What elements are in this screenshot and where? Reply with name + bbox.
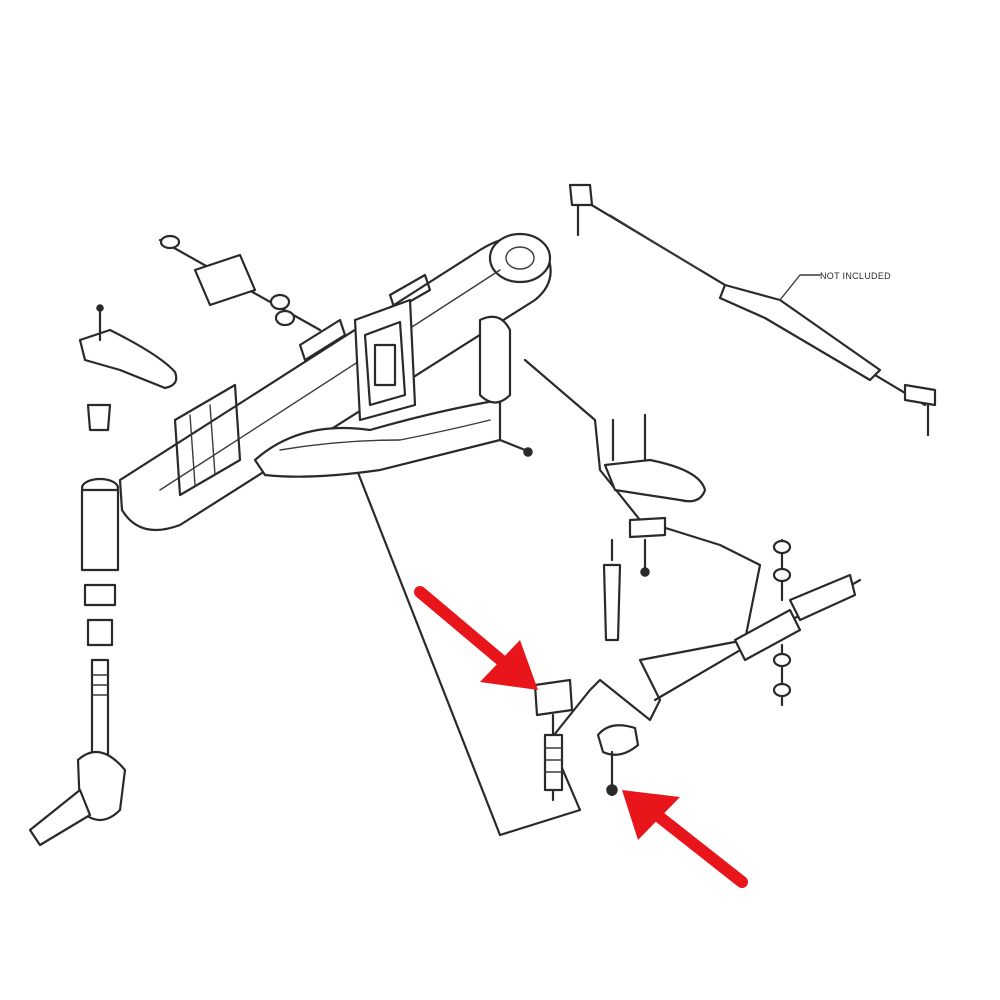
left-kingpin-stack (28, 403, 127, 847)
axle-beam (118, 232, 552, 532)
center-link (653, 573, 862, 702)
highlighted-bushing-stack (533, 678, 574, 802)
center-bracket (353, 298, 417, 422)
lower-link-plate (353, 358, 762, 837)
red-arrow-upper (414, 586, 538, 690)
idler-arm-assembly (602, 413, 707, 642)
outer-tie-rod: NOT INCLUDED (568, 183, 937, 437)
red-arrow-lower (622, 790, 748, 888)
crossmember (253, 315, 533, 478)
highlighted-ball-joint (596, 724, 640, 797)
right-stack-upper (772, 538, 792, 602)
not-included-label: NOT INCLUDED (820, 271, 891, 281)
right-stack-lower (772, 643, 792, 707)
left-steering-arm (78, 304, 178, 390)
upper-strut-rod (158, 234, 322, 332)
